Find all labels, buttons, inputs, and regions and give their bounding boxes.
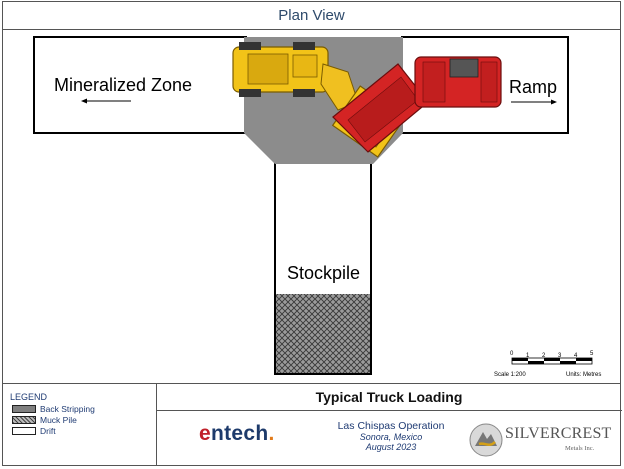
drift-swatch	[12, 427, 36, 435]
legend-item-muck-pile: Muck Pile	[12, 415, 77, 425]
legend-title: LEGEND	[10, 392, 48, 402]
silvercrest-emblem-icon	[469, 423, 503, 457]
drawing-date: August 2023	[365, 442, 417, 452]
legend-item-drift: Drift	[12, 426, 56, 436]
loader-vehicle	[232, 42, 359, 111]
legend-panel: LEGEND Back Stripping Muck Pile Drift	[3, 384, 157, 466]
back-stripping-swatch	[12, 405, 36, 413]
units-text: Units: Metres	[566, 372, 601, 378]
silvercrest-name: SILVERCREST	[505, 425, 612, 442]
muck-pile-swatch	[12, 416, 36, 424]
scale-tick-3: 3	[558, 353, 562, 359]
scale-tick-2: 2	[542, 353, 546, 359]
drift-mineralized-zone	[33, 36, 247, 134]
ramp-label: Ramp	[509, 77, 557, 97]
scale-bar: 0 1 2 3 4 5 Scale 1:200 Units: Metres	[494, 351, 601, 378]
scale-tick-4: 4	[574, 353, 578, 359]
ramp-arrowhead	[551, 99, 557, 105]
scale-text: Scale 1:200	[494, 372, 526, 378]
title-block-divider	[3, 383, 620, 384]
silvercrest-sub: Metals Inc.	[565, 445, 595, 452]
scale-tick-1: 1	[526, 353, 530, 359]
silvercrest-logo: SILVERCREST Metals Inc.	[469, 420, 614, 460]
legend-item-label: Drift	[40, 426, 56, 436]
legend-item-label: Back Stripping	[40, 404, 95, 414]
plan-view-title: Plan View	[3, 2, 620, 30]
muck-pile	[276, 294, 370, 373]
plan-view-diagram: Mineralized Zone Ramp Stockpile 0 1 2 3 …	[33, 36, 601, 378]
operation-info: Las Chispas Operation Sonora, Mexico Aug…	[323, 420, 459, 452]
sheet-title: Typical Truck Loading	[156, 384, 622, 411]
stockpile-label: Stockpile	[287, 263, 360, 283]
scale-tick-5: 5	[590, 351, 594, 357]
legend-item-label: Muck Pile	[40, 415, 77, 425]
operation-name: Las Chispas Operation	[337, 420, 445, 432]
mineralized-zone-arrowhead	[81, 98, 87, 104]
scale-tick-0: 0	[510, 351, 514, 357]
entech-logo: entech.	[199, 422, 275, 445]
operation-location: Sonora, Mexico	[359, 432, 423, 442]
mineralized-zone-label: Mineralized Zone	[54, 75, 192, 95]
legend-item-back-stripping: Back Stripping	[12, 404, 95, 414]
haul-truck	[332, 56, 502, 153]
